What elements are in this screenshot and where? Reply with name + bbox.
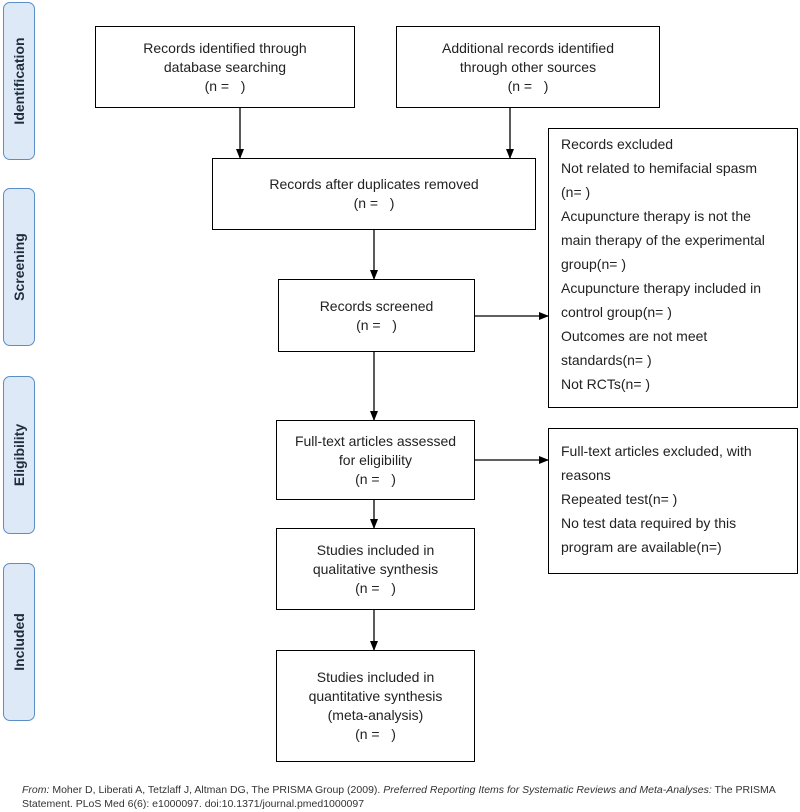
source-from-label: From: [22, 784, 50, 796]
records-database-line1: Records identified through [143, 39, 307, 56]
records-database-line2: database searching [163, 58, 287, 75]
records-excluded-reason: Acupuncture therapy is not the [561, 208, 751, 224]
records-other-line2: through other sources [459, 58, 597, 75]
records-other-count: (n = ) [507, 77, 549, 94]
fulltext-assessed-line1: Full-text articles assessed [294, 432, 457, 449]
records-excluded-reason: (n= ) [561, 184, 591, 200]
records-excluded-reason: group(n= ) [561, 256, 626, 272]
records-excluded-reason: Acupuncture therapy included in [561, 280, 762, 296]
records-excluded-reason: Not RCTs(n= ) [561, 376, 651, 392]
fulltext-excluded-reason: reasons [561, 467, 611, 483]
quantitative-synthesis-box: Studies included in quantitative synthes… [276, 650, 475, 762]
phase-included: Included [3, 563, 35, 721]
quantitative-line3: (meta-analysis) [327, 707, 424, 723]
quantitative-count: (n = ) [355, 726, 396, 742]
source-rest: The PRISMA Statement. PLoS Med 6(6): e10… [22, 784, 776, 810]
quantitative-line1: Studies included in [316, 669, 435, 685]
fulltext-excluded-reason: Repeated test(n= ) [561, 491, 678, 507]
source-authors: Moher D, Liberati A, Tetzlaff J, Altman … [52, 784, 381, 796]
fulltext-excluded-reason: No test data required by this [561, 515, 737, 531]
fulltext-excluded-reason: program are available(n=) [561, 539, 722, 555]
qualitative-line2: qualitative synthesis [312, 560, 439, 577]
records-excluded-box: Records excluded Not related to hemifaci… [548, 128, 798, 408]
duplicates-removed-line1: Records after duplicates removed [269, 176, 479, 192]
records-database-box: Records identified through database sear… [95, 26, 355, 108]
records-database-count: (n = ) [204, 77, 246, 94]
records-excluded-reason: main therapy of the experimental [561, 232, 765, 248]
fulltext-excluded-title: Full-text articles excluded, with [561, 443, 752, 459]
qualitative-count: (n = ) [355, 579, 396, 596]
fulltext-assessed-box: Full-text articles assessed for eligibil… [276, 420, 475, 500]
source-citation: From: Moher D, Liberati A, Tetzlaff J, A… [22, 783, 792, 811]
records-excluded-reason: control group(n= ) [561, 304, 672, 320]
records-excluded-reason: Not related to hemifacial spasm [561, 160, 758, 176]
quantitative-line2: quantitative synthesis [308, 688, 443, 704]
records-screened-box: Records screened (n = ) [278, 279, 475, 352]
phase-eligibility: Eligibility [3, 376, 35, 534]
fulltext-assessed-count: (n = ) [355, 470, 396, 487]
fulltext-excluded-box: Full-text articles excluded, with reason… [548, 428, 798, 574]
phase-identification: Identification [3, 2, 35, 160]
duplicates-removed-box: Records after duplicates removed (n = ) [212, 158, 536, 230]
source-title: Preferred Reporting Items for Systematic… [383, 784, 712, 796]
fulltext-assessed-line2: for eligibility [338, 451, 413, 468]
records-screened-count: (n = ) [356, 316, 397, 333]
phase-screening: Screening [3, 188, 35, 346]
records-screened-line1: Records screened [319, 297, 434, 314]
records-other-line1: Additional records identified [442, 39, 614, 56]
records-other-sources-box: Additional records identified through ot… [396, 26, 660, 108]
records-excluded-reason: Outcomes are not meet [561, 328, 708, 344]
qualitative-synthesis-box: Studies included in qualitative synthesi… [276, 528, 475, 610]
records-excluded-reason: standards(n= ) [561, 352, 652, 368]
duplicates-removed-count: (n = ) [353, 195, 395, 211]
records-excluded-title: Records excluded [561, 136, 674, 152]
qualitative-line1: Studies included in [316, 541, 435, 558]
